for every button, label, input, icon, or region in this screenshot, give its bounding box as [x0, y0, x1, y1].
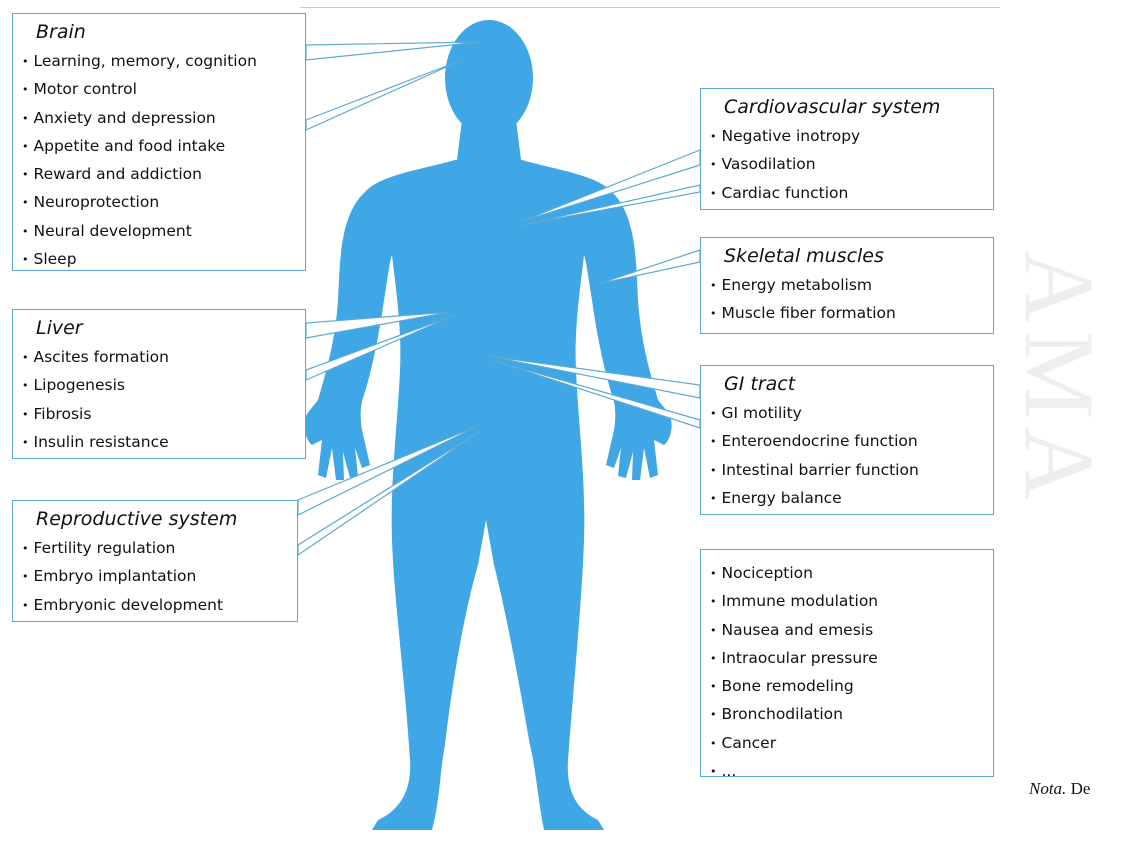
figure-note: Nota. De — [1029, 779, 1090, 799]
reproductive-list: Fertility regulation Embryo implantation… — [22, 535, 289, 620]
body-silhouette — [304, 20, 671, 830]
liver-box: Liver Ascites formation Lipogenesis Fibr… — [12, 309, 306, 459]
other-effects-box: Nociception Immune modulation Nausea and… — [700, 549, 994, 777]
skeletal-list: Energy metabolism Muscle fiber formation — [710, 272, 985, 329]
list-item: Nociception — [710, 560, 985, 588]
brain-box: Brain Learning, memory, cognition Motor … — [12, 13, 306, 271]
list-item: Fibrosis — [22, 401, 297, 429]
gi-box: GI tract GI motility Enteroendocrine fun… — [700, 365, 994, 515]
list-item: Reward and addiction — [22, 161, 297, 189]
skeletal-title: Skeletal muscles — [710, 244, 985, 268]
list-item: Sleep — [22, 246, 297, 274]
list-item: Bone remodeling — [710, 673, 985, 701]
pointer-brain-lower — [306, 60, 462, 130]
list-item: Lipogenesis — [22, 372, 297, 400]
list-item: Energy balance — [710, 485, 985, 513]
list-item: Neural development — [22, 218, 297, 246]
list-item: Enteroendocrine function — [710, 428, 985, 456]
list-item: Intraocular pressure — [710, 645, 985, 673]
list-item: Cancer — [710, 730, 985, 758]
list-item: Energy metabolism — [710, 272, 985, 300]
list-item: Fertility regulation — [22, 535, 289, 563]
list-item: Nausea and emesis — [710, 617, 985, 645]
other-effects-list: Nociception Immune modulation Nausea and… — [710, 560, 985, 786]
liver-list: Ascites formation Lipogenesis Fibrosis I… — [22, 344, 297, 457]
list-item: Ascites formation — [22, 344, 297, 372]
list-item: Negative inotropy — [710, 123, 985, 151]
skeletal-box: Skeletal muscles Energy metabolism Muscl… — [700, 237, 994, 334]
list-item: Muscle fiber formation — [710, 300, 985, 328]
list-item: Neuroprotection — [22, 189, 297, 217]
list-item: Embryonic development — [22, 592, 289, 620]
reproductive-box: Reproductive system Fertility regulation… — [12, 500, 298, 622]
cardio-list: Negative inotropy Vasodilation Cardiac f… — [710, 123, 985, 208]
reproductive-title: Reproductive system — [22, 507, 289, 531]
gi-title: GI tract — [710, 372, 985, 396]
gi-list: GI motility Enteroendocrine function Int… — [710, 400, 985, 513]
list-item: Intestinal barrier function — [710, 457, 985, 485]
list-item: Insulin resistance — [22, 429, 297, 457]
list-item: Vasodilation — [710, 151, 985, 179]
brain-list: Learning, memory, cognition Motor contro… — [22, 48, 297, 274]
list-item: Bronchodilation — [710, 701, 985, 729]
list-item: Appetite and food intake — [22, 133, 297, 161]
list-item: Learning, memory, cognition — [22, 48, 297, 76]
liver-title: Liver — [22, 316, 297, 340]
list-item: Immune modulation — [710, 588, 985, 616]
list-item: Anxiety and depression — [22, 105, 297, 133]
list-item: Cardiac function — [710, 180, 985, 208]
brain-title: Brain — [22, 20, 297, 44]
list-item: GI motility — [710, 400, 985, 428]
list-item: Embryo implantation — [22, 563, 289, 591]
list-item: ... — [710, 758, 985, 786]
note-label: Nota. — [1029, 779, 1066, 798]
note-text: De — [1071, 779, 1091, 798]
list-item: Motor control — [22, 76, 297, 104]
cardio-title: Cardiovascular system — [710, 95, 985, 119]
cardio-box: Cardiovascular system Negative inotropy … — [700, 88, 994, 210]
